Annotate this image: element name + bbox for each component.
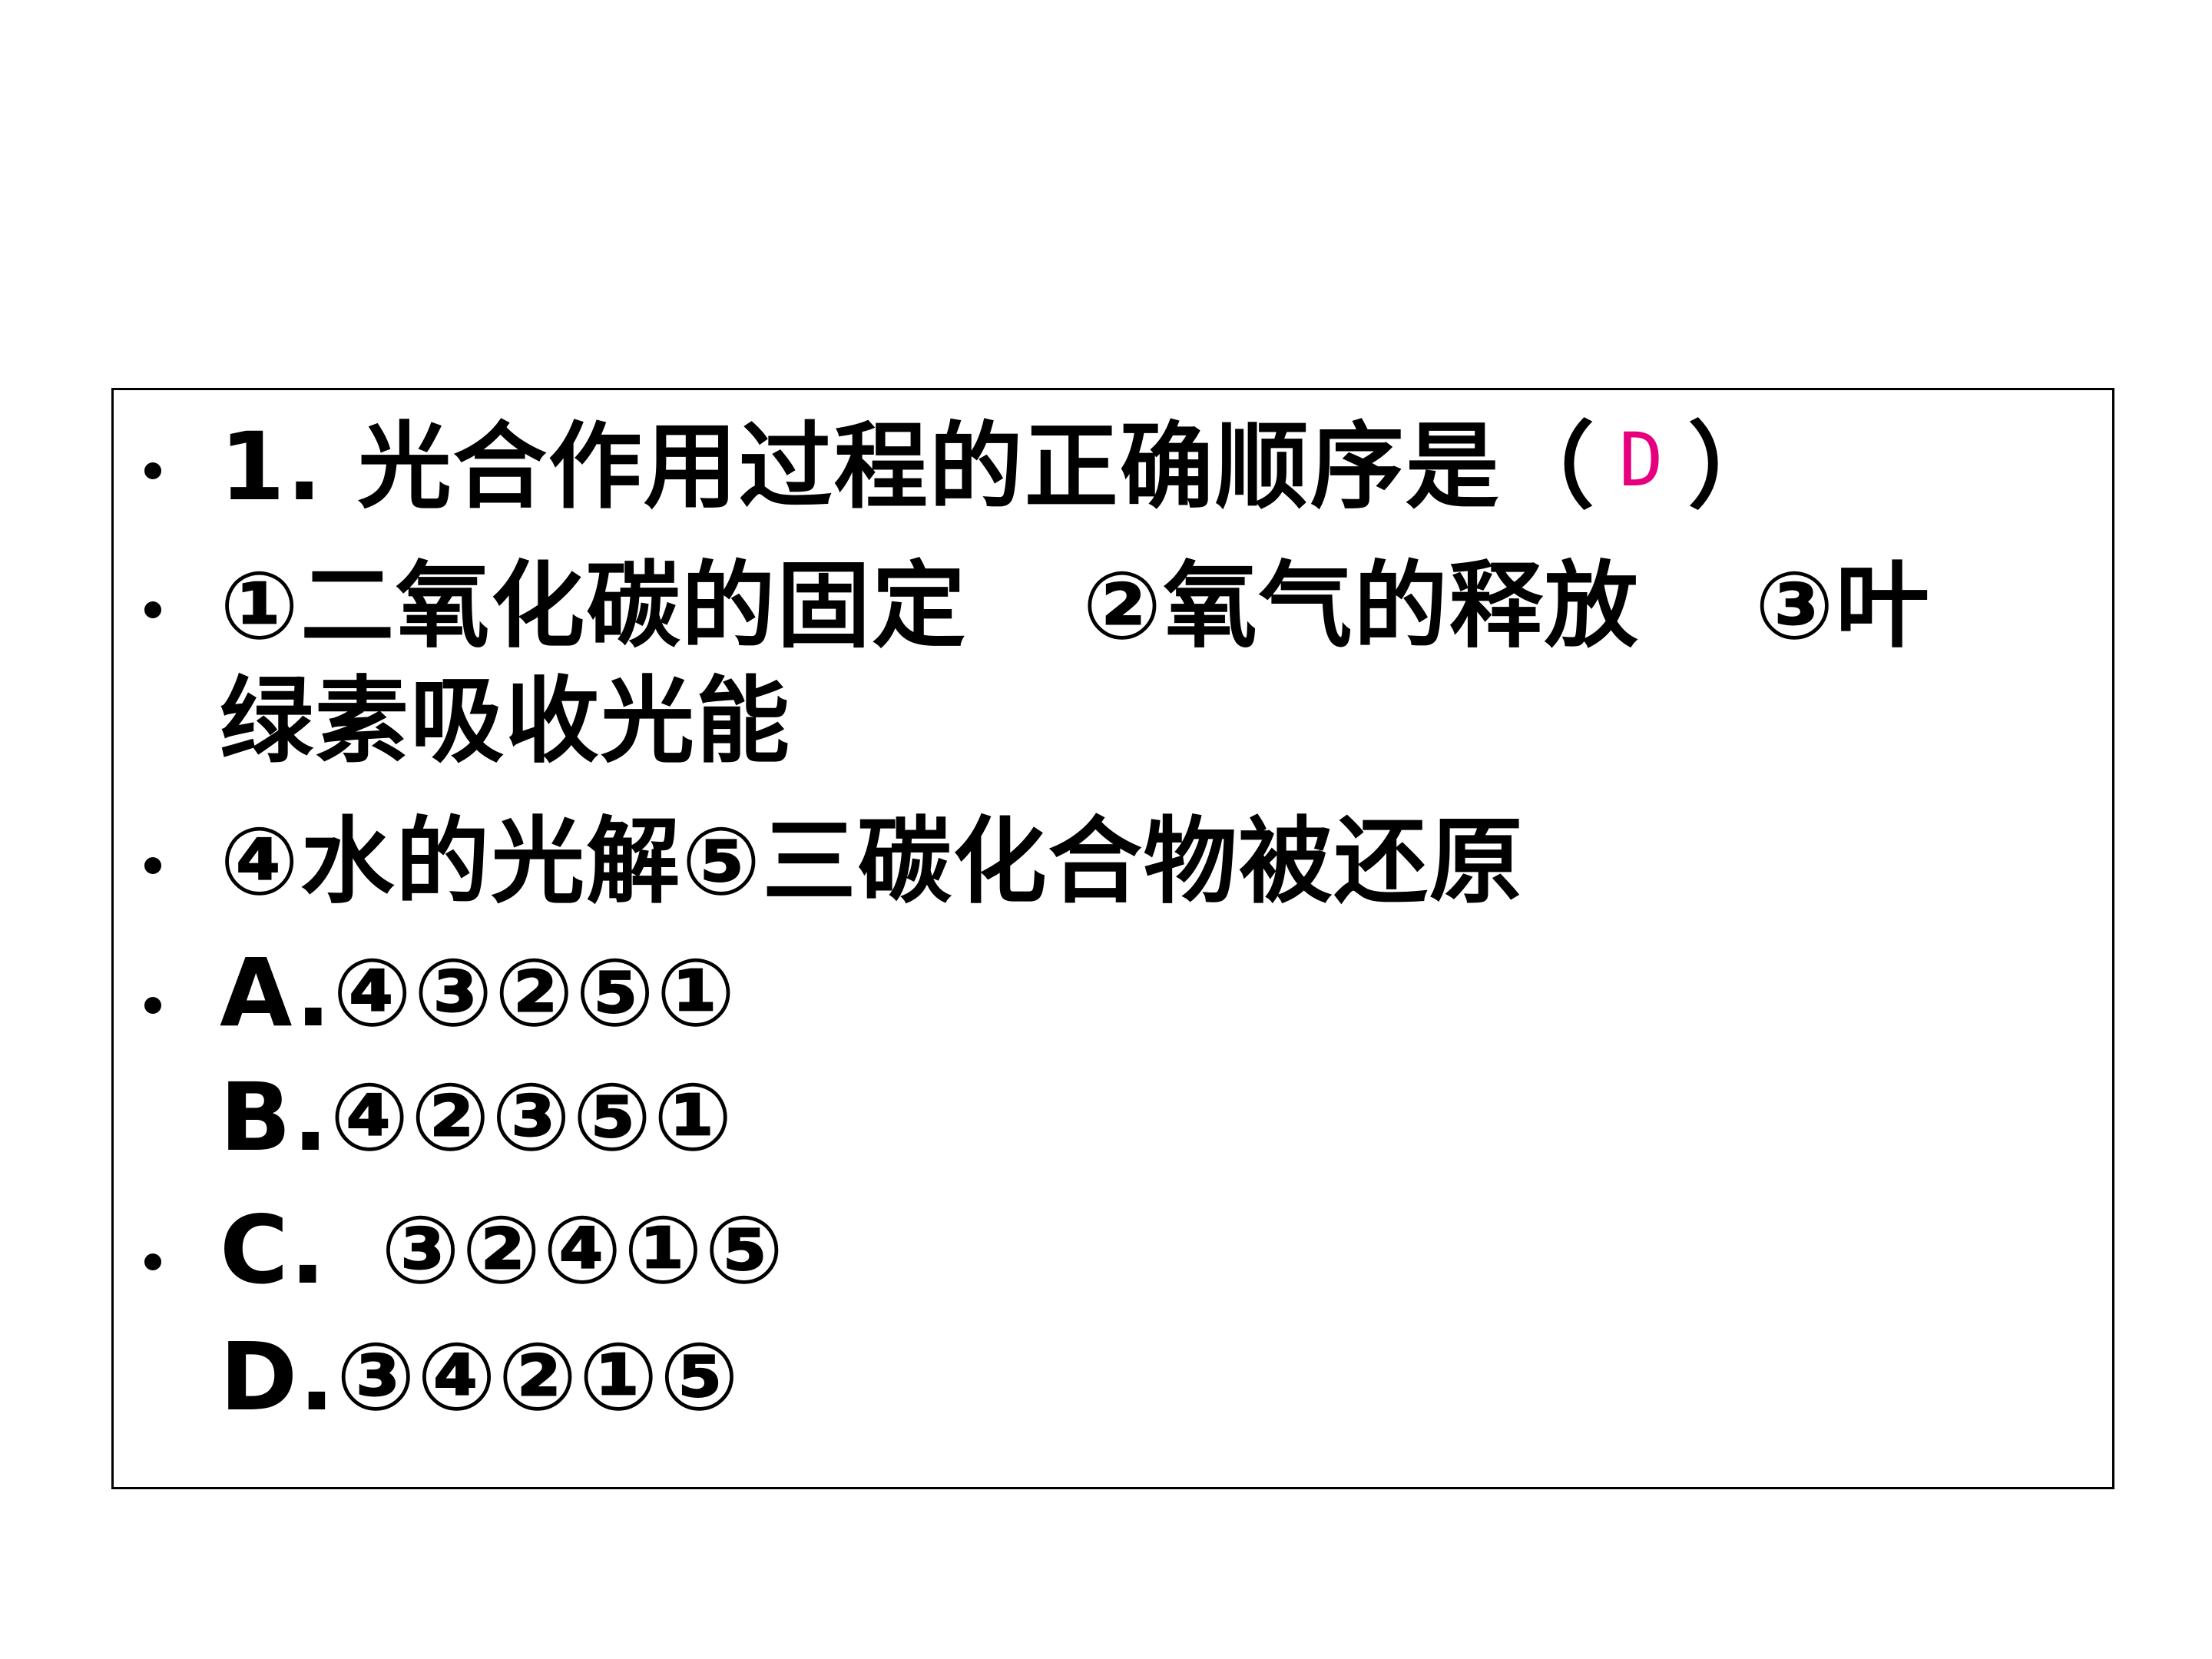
option-c: C. ③②④①⑤ xyxy=(220,1193,785,1308)
process-steps-line-2: 绿素吸收光能 xyxy=(220,664,791,779)
question-stem-text: 1. 光合作用过程的正确顺序是（ xyxy=(220,412,1596,522)
process-steps-line-1: ①二氧化碳的固定 ②氧气的释放 ③叶 xyxy=(220,548,1931,664)
bullet-icon xyxy=(144,857,161,874)
answer-letter: D xyxy=(1618,417,1665,503)
bullet-icon xyxy=(144,1253,161,1270)
option-a: A.④③②⑤① xyxy=(220,935,737,1051)
option-a-text: A.④③②⑤① xyxy=(220,939,737,1048)
question-box: 1. 光合作用过程的正确顺序是（ D ） ①二氧化碳的固定 ②氧气的释放 ③叶 绿素吸收… xyxy=(111,388,2114,1489)
option-d-text: D.③④②①⑤ xyxy=(220,1323,741,1432)
step-2: ②氧气的释放 xyxy=(1082,551,1640,661)
option-b: B.④②③⑤① xyxy=(220,1060,734,1175)
step-3-end: 绿素吸收光能 xyxy=(220,667,791,776)
bullet-icon xyxy=(144,462,161,479)
step-1: ①二氧化碳的固定 xyxy=(220,551,968,661)
steps-4-5: ④水的光解⑤三碳化合物被还原 xyxy=(220,807,1525,916)
process-steps-line-3: ④水的光解⑤三碳化合物被还原 xyxy=(220,804,1525,919)
step-3-start: ③叶 xyxy=(1754,551,1931,661)
bullet-icon xyxy=(144,997,161,1014)
option-c-value: ③②④①⑤ xyxy=(380,1196,786,1305)
question-stem-close: ） xyxy=(1687,412,1783,522)
option-c-label: C. xyxy=(220,1196,327,1305)
question-stem: 1. 光合作用过程的正确顺序是（ D ） xyxy=(220,409,1783,531)
option-d: D.③④②①⑤ xyxy=(220,1320,740,1435)
option-b-text: B.④②③⑤① xyxy=(220,1063,734,1172)
bullet-icon xyxy=(144,601,161,618)
